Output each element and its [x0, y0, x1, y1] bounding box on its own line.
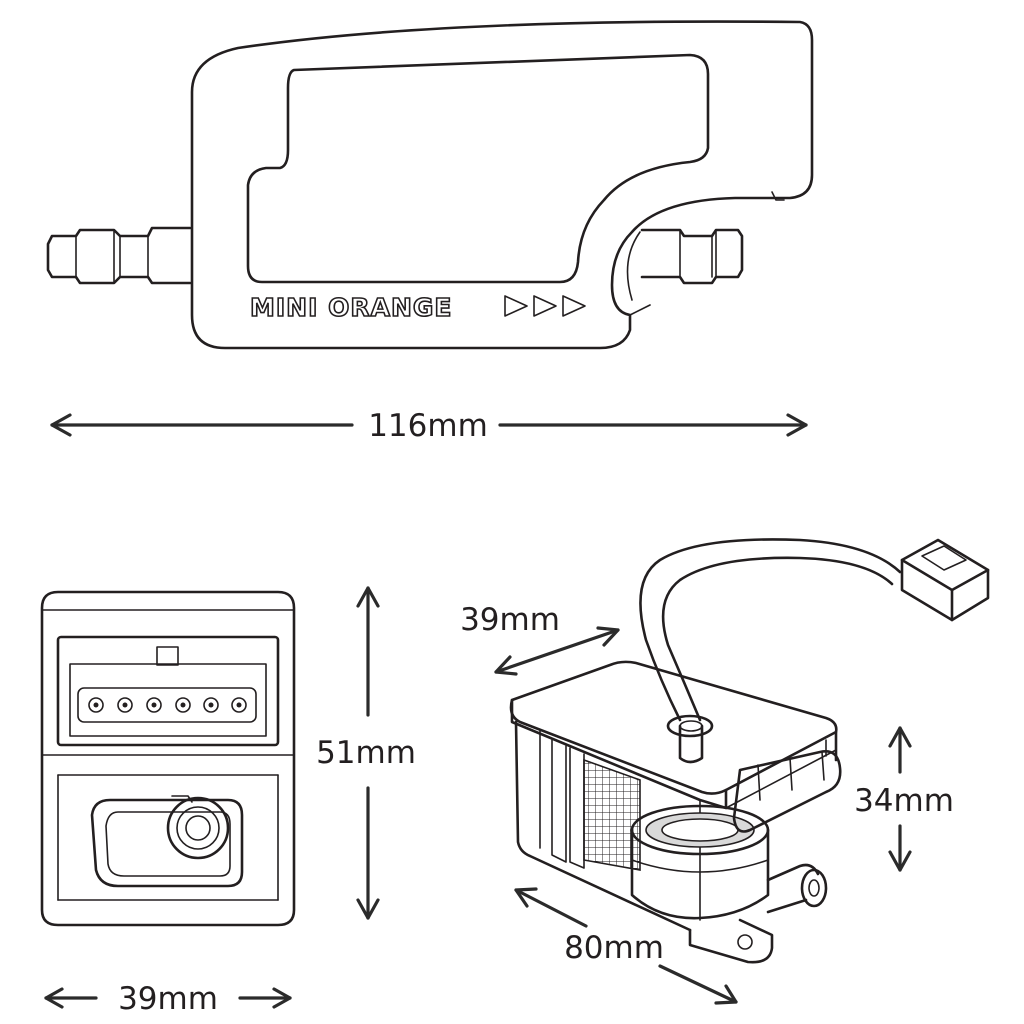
- connector-panel: [56, 635, 280, 747]
- brand-label: MINI ORANGE: [250, 293, 452, 322]
- dimension-39-iso-label: 39mm: [460, 602, 560, 638]
- dimension-51-label: 51mm: [316, 735, 416, 771]
- outlet-recess: [90, 798, 244, 888]
- front-body-outline: [40, 590, 296, 927]
- right-hose-barb: [626, 228, 744, 301]
- depth-dimension-39-iso: 39mm: [460, 602, 620, 676]
- height-dimension-34: 34mm: [854, 726, 954, 872]
- top-window: [246, 53, 710, 284]
- width-dimension-39-front: 39mm: [44, 981, 292, 1017]
- mesh-filter: [583, 758, 641, 871]
- power-cable: [639, 538, 990, 722]
- length-dimension-80: 80mm: [514, 887, 738, 1005]
- iso-outlet-nozzle: [766, 863, 828, 914]
- width-dimension-116: 116mm: [50, 408, 808, 444]
- connector-pins: [77, 687, 257, 723]
- dimension-39-front-label: 39mm: [118, 981, 218, 1017]
- dimension-80-label: 80mm: [564, 930, 664, 966]
- side-clip: [732, 739, 842, 833]
- height-dimension-51: 51mm: [316, 586, 416, 920]
- lid-top: [509, 660, 838, 795]
- front-view: [40, 590, 296, 927]
- side-slats: [539, 729, 585, 869]
- dimension-34-label: 34mm: [854, 783, 954, 819]
- indicator-square: [156, 646, 179, 666]
- flow-direction-icon: [504, 295, 586, 317]
- pump-body-outline: [190, 20, 814, 350]
- motor-cylinder: [630, 804, 770, 920]
- lid-inlet-tube: [666, 714, 714, 764]
- iso-view: [509, 538, 990, 964]
- left-hose-barb: [46, 226, 192, 285]
- top-view: MINI ORANGE: [46, 20, 814, 350]
- dimension-116-label: 116mm: [368, 408, 488, 444]
- outlet-port: [166, 795, 230, 860]
